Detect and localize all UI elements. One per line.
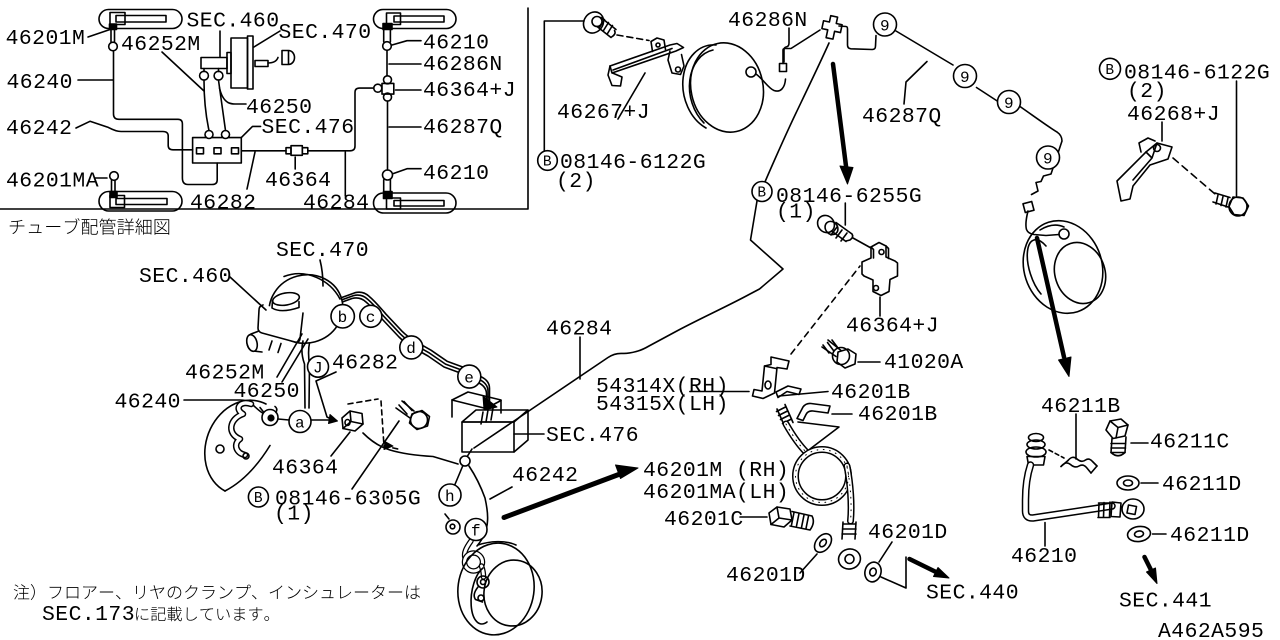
svg-text:46240: 46240 <box>7 71 73 95</box>
svg-text:SEC.460: SEC.460 <box>139 265 232 289</box>
svg-text:08146-6122G: 08146-6122G <box>1124 62 1270 86</box>
svg-text:SEC.460: SEC.460 <box>187 10 280 34</box>
svg-text:46211D: 46211D <box>1162 473 1242 497</box>
svg-text:46282: 46282 <box>190 192 256 216</box>
svg-text:08146-6305G: 08146-6305G <box>275 488 421 512</box>
svg-text:J: J <box>313 359 323 377</box>
svg-text:46364: 46364 <box>272 457 338 481</box>
svg-text:9: 9 <box>1043 150 1053 168</box>
svg-text:08146-6255G: 08146-6255G <box>776 185 922 209</box>
svg-text:SEC.440: SEC.440 <box>926 582 1019 606</box>
svg-text:SEC.470: SEC.470 <box>276 239 369 263</box>
svg-text:h: h <box>445 488 455 506</box>
svg-text:46201MA(LH): 46201MA(LH) <box>643 481 789 505</box>
svg-text:08146-6122G: 08146-6122G <box>560 151 706 175</box>
svg-text:46250: 46250 <box>234 380 300 404</box>
svg-text:46201B: 46201B <box>831 381 911 405</box>
svg-text:SEC.476: SEC.476 <box>262 116 355 140</box>
svg-text:B: B <box>757 186 766 202</box>
svg-text:B: B <box>254 491 263 507</box>
svg-text:46242: 46242 <box>512 464 578 488</box>
svg-text:46364+J: 46364+J <box>423 79 516 103</box>
svg-text:46201M: 46201M <box>6 27 86 51</box>
svg-text:a: a <box>295 414 305 432</box>
svg-text:9: 9 <box>960 69 970 87</box>
svg-text:46286N: 46286N <box>423 53 503 77</box>
svg-text:46252M: 46252M <box>121 33 201 57</box>
svg-text:46201D: 46201D <box>868 521 948 545</box>
svg-text:46201MA: 46201MA <box>6 170 99 194</box>
svg-text:46267+J: 46267+J <box>557 101 650 125</box>
svg-text:46287Q: 46287Q <box>862 105 942 129</box>
svg-text:46364+J: 46364+J <box>846 315 939 339</box>
svg-text:f: f <box>471 522 481 540</box>
svg-text:46201M (RH): 46201M (RH) <box>643 459 789 483</box>
svg-text:SEC.476: SEC.476 <box>546 424 639 448</box>
svg-text:41020A: 41020A <box>884 351 964 375</box>
svg-text:46284: 46284 <box>546 318 612 342</box>
svg-text:46286N: 46286N <box>728 9 808 33</box>
svg-text:e: e <box>464 369 474 387</box>
svg-text:46284: 46284 <box>303 192 369 216</box>
svg-text:46210: 46210 <box>423 32 489 56</box>
svg-text:54314X(RH): 54314X(RH) <box>596 375 729 399</box>
svg-text:9: 9 <box>880 17 890 35</box>
svg-text:SEC.470: SEC.470 <box>279 21 372 45</box>
svg-text:(2): (2) <box>556 170 596 194</box>
svg-text:46282: 46282 <box>332 352 398 376</box>
svg-text:(1): (1) <box>274 503 314 527</box>
svg-text:SEC.441: SEC.441 <box>1119 590 1212 614</box>
svg-text:46201B: 46201B <box>858 403 938 427</box>
svg-text:SEC.173: SEC.173 <box>42 603 135 627</box>
svg-text:46211C: 46211C <box>1150 431 1230 455</box>
svg-text:46210: 46210 <box>423 162 489 186</box>
svg-text:B: B <box>543 155 552 171</box>
svg-text:9: 9 <box>1004 95 1014 113</box>
svg-text:c: c <box>366 309 376 327</box>
svg-text:b: b <box>338 309 348 327</box>
svg-text:54315X(LH): 54315X(LH) <box>596 393 729 417</box>
svg-text:46201C: 46201C <box>664 508 744 532</box>
svg-text:46287Q: 46287Q <box>423 116 503 140</box>
svg-text:A462A595: A462A595 <box>1158 620 1264 640</box>
svg-text:46211B: 46211B <box>1041 395 1121 419</box>
svg-text:46201D: 46201D <box>726 564 806 588</box>
svg-text:d: d <box>406 340 416 358</box>
svg-text:46210: 46210 <box>1011 545 1077 569</box>
svg-text:(1): (1) <box>776 201 816 225</box>
svg-text:46252M: 46252M <box>185 362 265 386</box>
svg-text:46242: 46242 <box>6 117 72 141</box>
svg-text:46364: 46364 <box>265 169 331 193</box>
svg-text:46240: 46240 <box>115 391 181 415</box>
svg-text:46250: 46250 <box>246 96 312 120</box>
svg-text:(2): (2) <box>1127 80 1167 104</box>
svg-text:B: B <box>1105 63 1114 79</box>
svg-text:46268+J: 46268+J <box>1127 103 1220 127</box>
svg-text:46211D: 46211D <box>1170 524 1250 548</box>
